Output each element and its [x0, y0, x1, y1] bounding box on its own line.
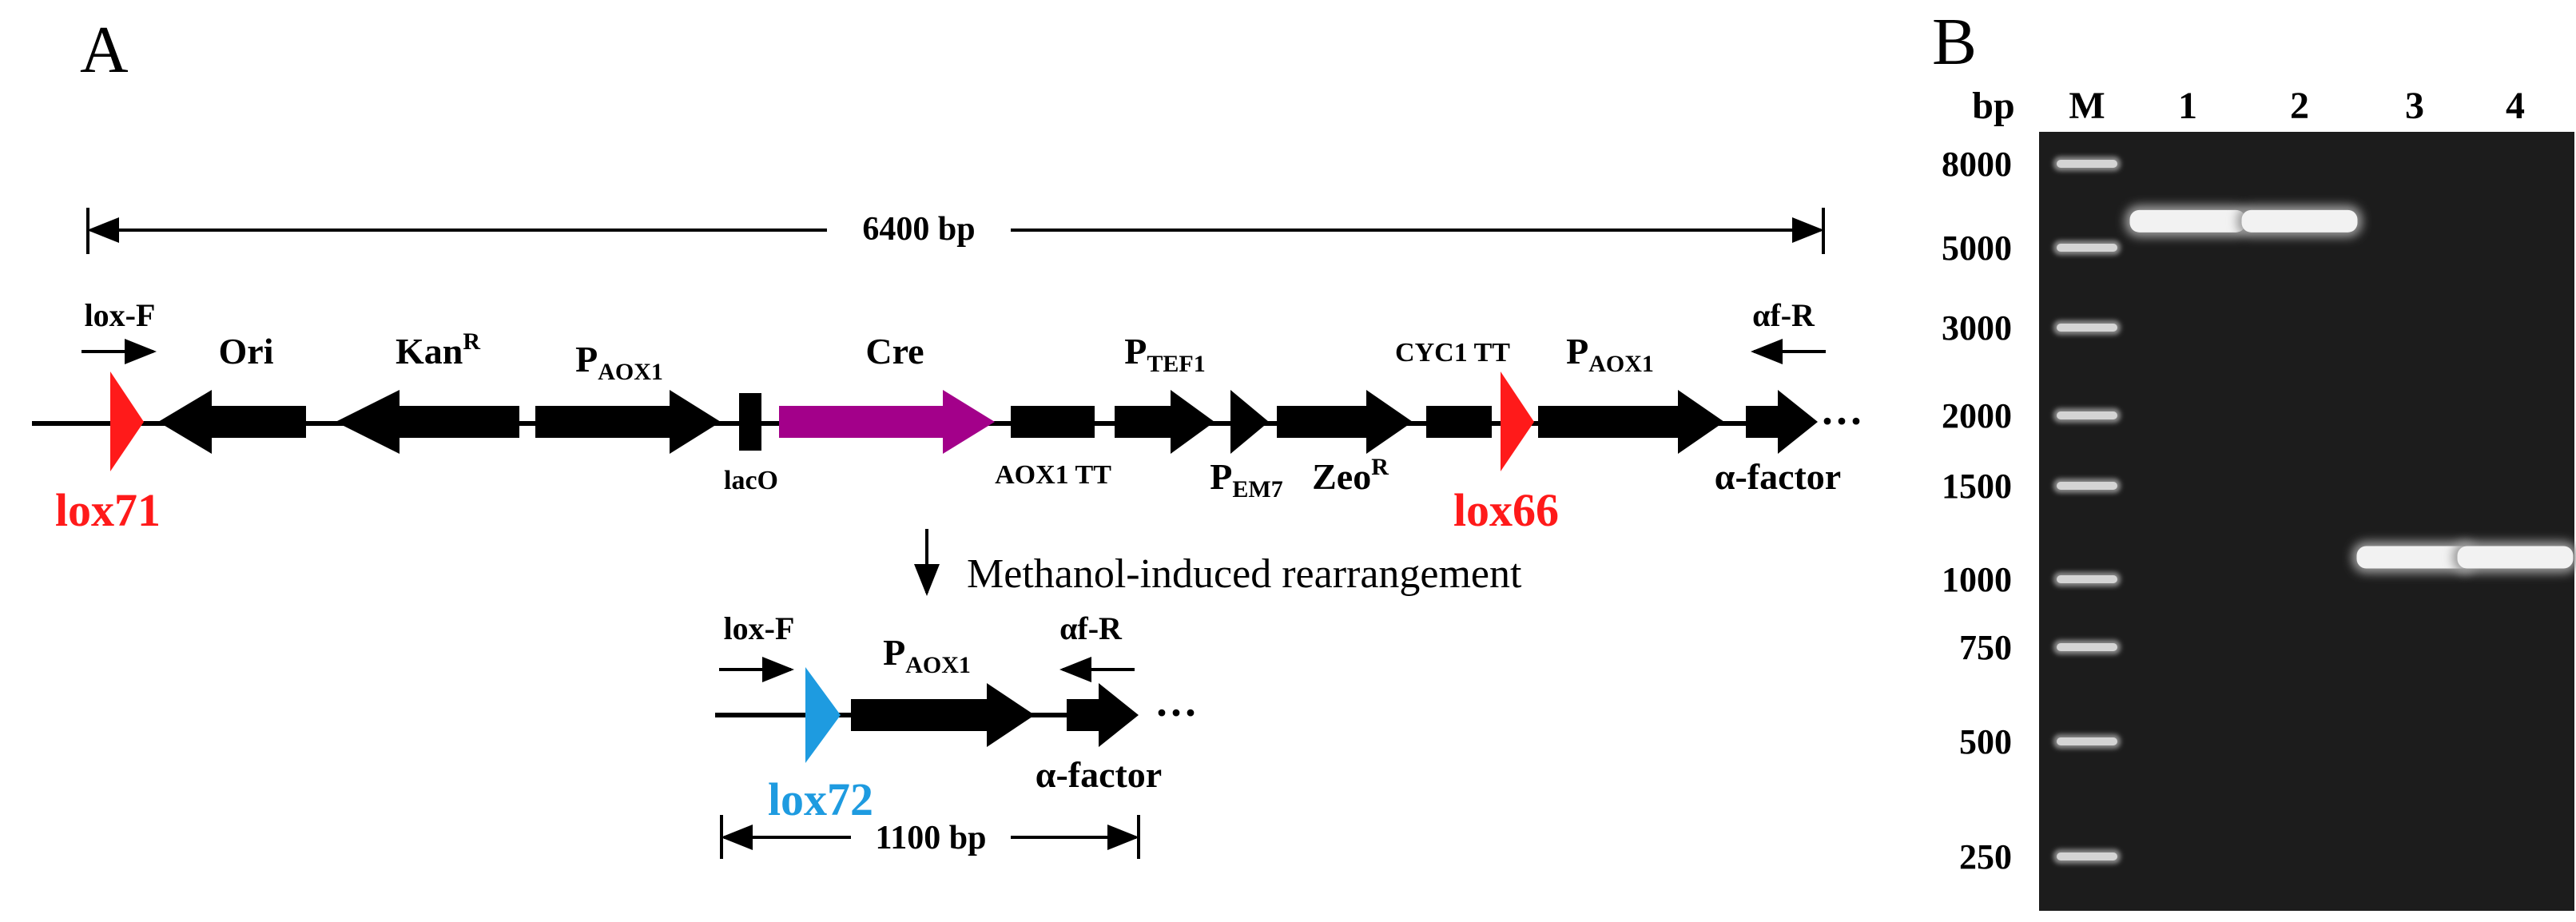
alpha-factor-arrow-1 [1746, 390, 1818, 454]
ladder-label-500: 500 [1959, 722, 2012, 761]
alpha-factor-label-1: α-factor [1715, 456, 1841, 497]
kanr-label: KanR [396, 328, 480, 372]
product-alpha-factor-arrow [1067, 683, 1139, 747]
span-bottom-label: 1100 bp [876, 820, 987, 856]
cre-label: Cre [865, 331, 924, 372]
ladder-label-1000: 1000 [1942, 560, 2012, 599]
pem7-label: PEM7 [1210, 456, 1282, 503]
cyc1-tt-box [1426, 406, 1492, 438]
ladder-label-250: 250 [1959, 837, 2012, 876]
kanr-arrow [336, 390, 519, 454]
sample-band-lane-4 [2452, 541, 2576, 574]
lox66-label: lox66 [1453, 484, 1559, 536]
sample-band-lane-2 [2236, 205, 2363, 237]
lane-label-3: 3 [2405, 85, 2424, 127]
zeor-label: ZeoR [1312, 454, 1389, 497]
ladder-label-1500: 1500 [1942, 467, 2012, 506]
paox1-label-1: PAOX1 [575, 339, 663, 385]
ladder-band-250 [2053, 849, 2121, 864]
ladder-bands [2053, 157, 2121, 864]
rearrangement-label: Methanol-induced rearrangement [967, 551, 1522, 597]
paox1-label-2: PAOX1 [1566, 331, 1654, 377]
aox1-tt-box [1011, 406, 1095, 438]
ori-label: Ori [219, 331, 274, 372]
sample-band-lane-3 [2351, 541, 2478, 574]
lox71-site [110, 372, 144, 471]
ladder-band-5000 [2053, 240, 2121, 255]
cyc1-tt-label: CYC1 TT [1395, 338, 1510, 368]
ladder-band-1000 [2053, 572, 2121, 586]
ladder-band-2000 [2053, 408, 2121, 423]
product-primer-lox-f-label: lox-F [724, 610, 795, 646]
ladder-band-1500 [2053, 479, 2121, 493]
backbone-ellipsis: ··· [1820, 397, 1863, 445]
sample-bands [2125, 205, 2576, 574]
primer-af-r-label: αf-R [1752, 297, 1815, 333]
lane-labels: M 1 2 3 4 [2069, 85, 2525, 127]
panel-a: A 6400 bp ··· lox-F lox71 Ori KanR PAOX1… [32, 13, 1863, 859]
product-paox1-arrow [851, 683, 1035, 747]
ori-arrow [158, 390, 306, 454]
product-alpha-factor-label: α-factor [1036, 754, 1162, 795]
ladder-label-5000: 5000 [1942, 229, 2012, 268]
cre-arrow [779, 390, 995, 454]
laco-label: lacO [724, 466, 778, 495]
ptef1-arrow [1115, 390, 1214, 454]
lox72-label: lox72 [768, 773, 873, 825]
ladder-label-3000: 3000 [1942, 308, 2012, 348]
aox1-tt-label: AOX1 TT [995, 460, 1111, 490]
ladder-band-8000 [2053, 157, 2121, 171]
lox71-label: lox71 [55, 484, 161, 536]
lane-label-4: 4 [2506, 85, 2525, 127]
lane-label-m: M [2069, 85, 2105, 127]
product-primer-af-r-label: αf-R [1059, 610, 1123, 646]
ladder-band-500 [2053, 734, 2121, 749]
span-top-label: 6400 bp [862, 211, 975, 248]
laco-box [739, 393, 761, 451]
panel-b-label: B [1932, 5, 1977, 79]
sample-band-lane-1 [2125, 205, 2251, 237]
ladder-label-2000: 2000 [1942, 396, 2012, 435]
paox1-arrow-2 [1538, 390, 1724, 454]
span-6400-bp: 6400 bp [86, 208, 1825, 254]
pem7-arrow [1230, 390, 1269, 454]
zeor-arrow [1277, 390, 1413, 454]
bp-header: bp [1972, 85, 2014, 127]
product-paox1-label: PAOX1 [883, 632, 971, 678]
span-1100-bp: 1100 bp [720, 815, 1140, 859]
lane-label-2: 2 [2290, 85, 2309, 127]
ladder-label-8000: 8000 [1942, 145, 2012, 184]
panel-a-label: A [80, 13, 129, 87]
lox72-site [805, 667, 841, 763]
primer-lox-f-label: lox-F [85, 297, 156, 333]
product-ellipsis: ··· [1155, 689, 1198, 737]
ladder-band-3000 [2053, 320, 2121, 335]
panel-b: B bp M 1 2 3 4 8000 5000 3000 2000 1500 1000 750 50… [1932, 5, 2576, 911]
ladder-labels: 8000 5000 3000 2000 1500 1000 750 500 250 [1942, 145, 2012, 876]
ladder-label-750: 750 [1959, 628, 2012, 667]
ptef1-label: PTEF1 [1124, 331, 1205, 377]
paox1-arrow-1 [535, 390, 721, 454]
lane-label-1: 1 [2178, 85, 2197, 127]
gel-image [2039, 132, 2574, 911]
lox66-site [1501, 372, 1534, 471]
ladder-band-750 [2053, 640, 2121, 654]
